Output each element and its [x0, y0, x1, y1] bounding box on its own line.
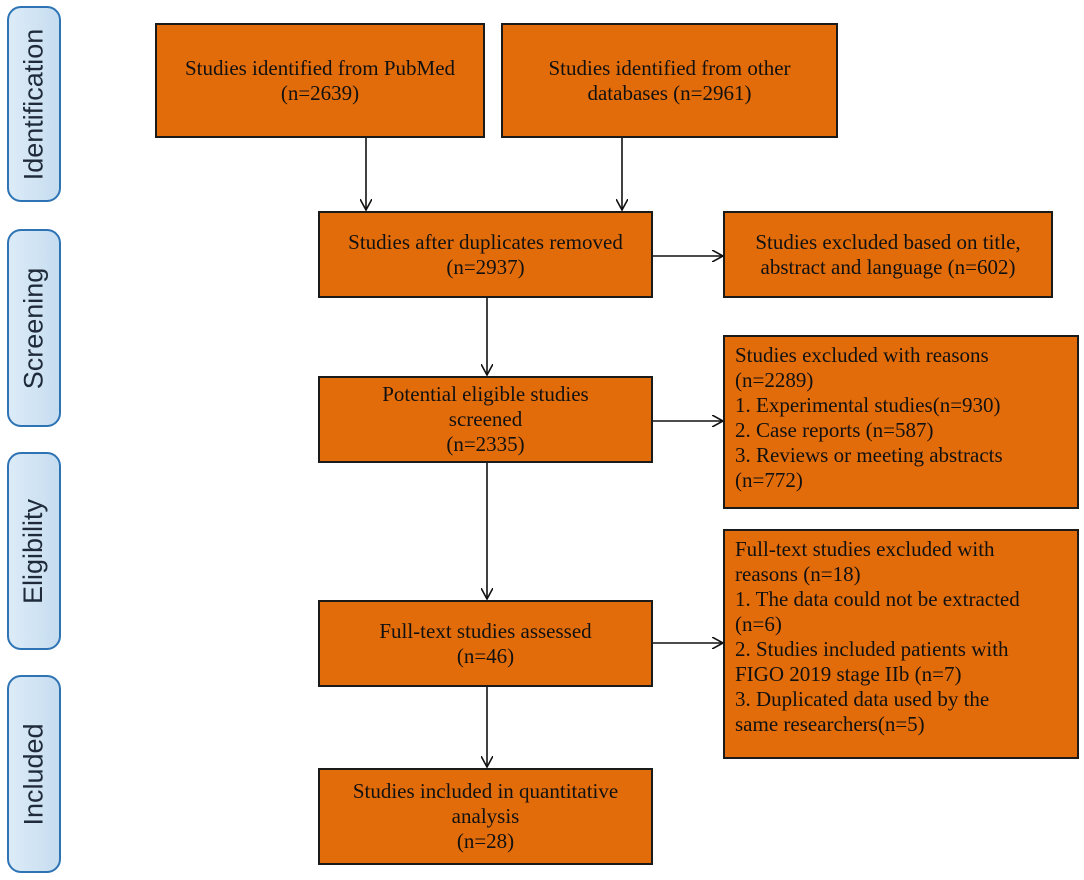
box-pubmed-line-2: (n=2639) — [280, 80, 360, 105]
box-included-quantitative: Studies included in quantitative analysi… — [318, 768, 653, 865]
stage-screening: Screening — [7, 229, 61, 427]
box-excluded-reasons: Studies excluded with reasons (n=2289) 1… — [723, 335, 1079, 509]
box-fulltext-excluded-line-5: 2. Studies included patients with — [735, 637, 1009, 661]
box-excluded-reasons-line-3: 1. Experimental studies(n=930) — [735, 393, 1001, 417]
box-excluded-reasons-line-6: (n=772) — [735, 468, 803, 492]
box-fulltext-assessed: Full-text studies assessed (n=46) — [318, 600, 653, 687]
box-other-line-1: Studies identified from other — [548, 55, 791, 80]
box-fulltext-excluded-line-4: (n=6) — [735, 612, 782, 636]
box-included-line-3: (n=28) — [456, 829, 515, 853]
stage-identification: Identification — [7, 6, 61, 202]
stage-eligibility: Eligibility — [7, 452, 61, 650]
box-fulltext-excluded-line-1: Full-text studies excluded with — [735, 537, 995, 561]
box-fulltext-excluded-line-6: FIGO 2019 stage IIb (n=7) — [735, 662, 962, 686]
box-other-databases: Studies identified from other databases … — [501, 23, 838, 138]
box-excluded-title-line-1: Studies excluded based on title, — [755, 229, 1021, 254]
box-fulltext-excluded: Full-text studies excluded with reasons … — [723, 529, 1079, 759]
box-fulltext-excluded-line-2: reasons (n=18) — [735, 562, 861, 586]
box-excluded-reasons-line-5: 3. Reviews or meeting abstracts — [735, 443, 1003, 467]
box-excluded-reasons-line-2: (n=2289) — [735, 368, 814, 392]
box-duplicates-line-2: (n=2937) — [446, 254, 525, 279]
box-fulltext-line-1: Full-text studies assessed — [379, 618, 592, 643]
stage-included: Included — [7, 675, 61, 873]
box-fulltext-excluded-line-3: 1. The data could not be extracted — [735, 587, 1020, 611]
box-included-line-2: analysis — [451, 804, 520, 828]
box-included-line-1: Studies included in quantitative — [352, 779, 619, 803]
box-fulltext-excluded-line-7: 3. Duplicated data used by the — [735, 687, 990, 711]
box-duplicates-line-1: Studies after duplicates removed — [348, 229, 623, 254]
box-excluded-title: Studies excluded based on title, abstrac… — [723, 211, 1053, 298]
box-potential-line-1: Potential eligible studies — [382, 382, 589, 406]
box-potential-line-3: (n=2335) — [446, 432, 525, 456]
box-after-duplicates: Studies after duplicates removed (n=2937… — [318, 211, 653, 298]
box-potential-line-2: screened — [448, 407, 523, 431]
box-excluded-reasons-line-1: Studies excluded with reasons — [735, 343, 989, 367]
box-fulltext-line-2: (n=46) — [456, 643, 515, 668]
box-other-line-2: databases (n=2961) — [587, 80, 752, 105]
box-excluded-reasons-line-4: 2. Case reports (n=587) — [735, 418, 934, 442]
box-potential-eligible: Potential eligible studies screened (n=2… — [318, 376, 653, 463]
box-excluded-title-line-2: abstract and language (n=602) — [760, 254, 1016, 279]
box-fulltext-excluded-line-8: same researchers(n=5) — [735, 712, 925, 736]
box-pubmed: Studies identified from PubMed (n=2639) — [155, 23, 485, 138]
box-pubmed-line-1: Studies identified from PubMed — [184, 55, 456, 80]
